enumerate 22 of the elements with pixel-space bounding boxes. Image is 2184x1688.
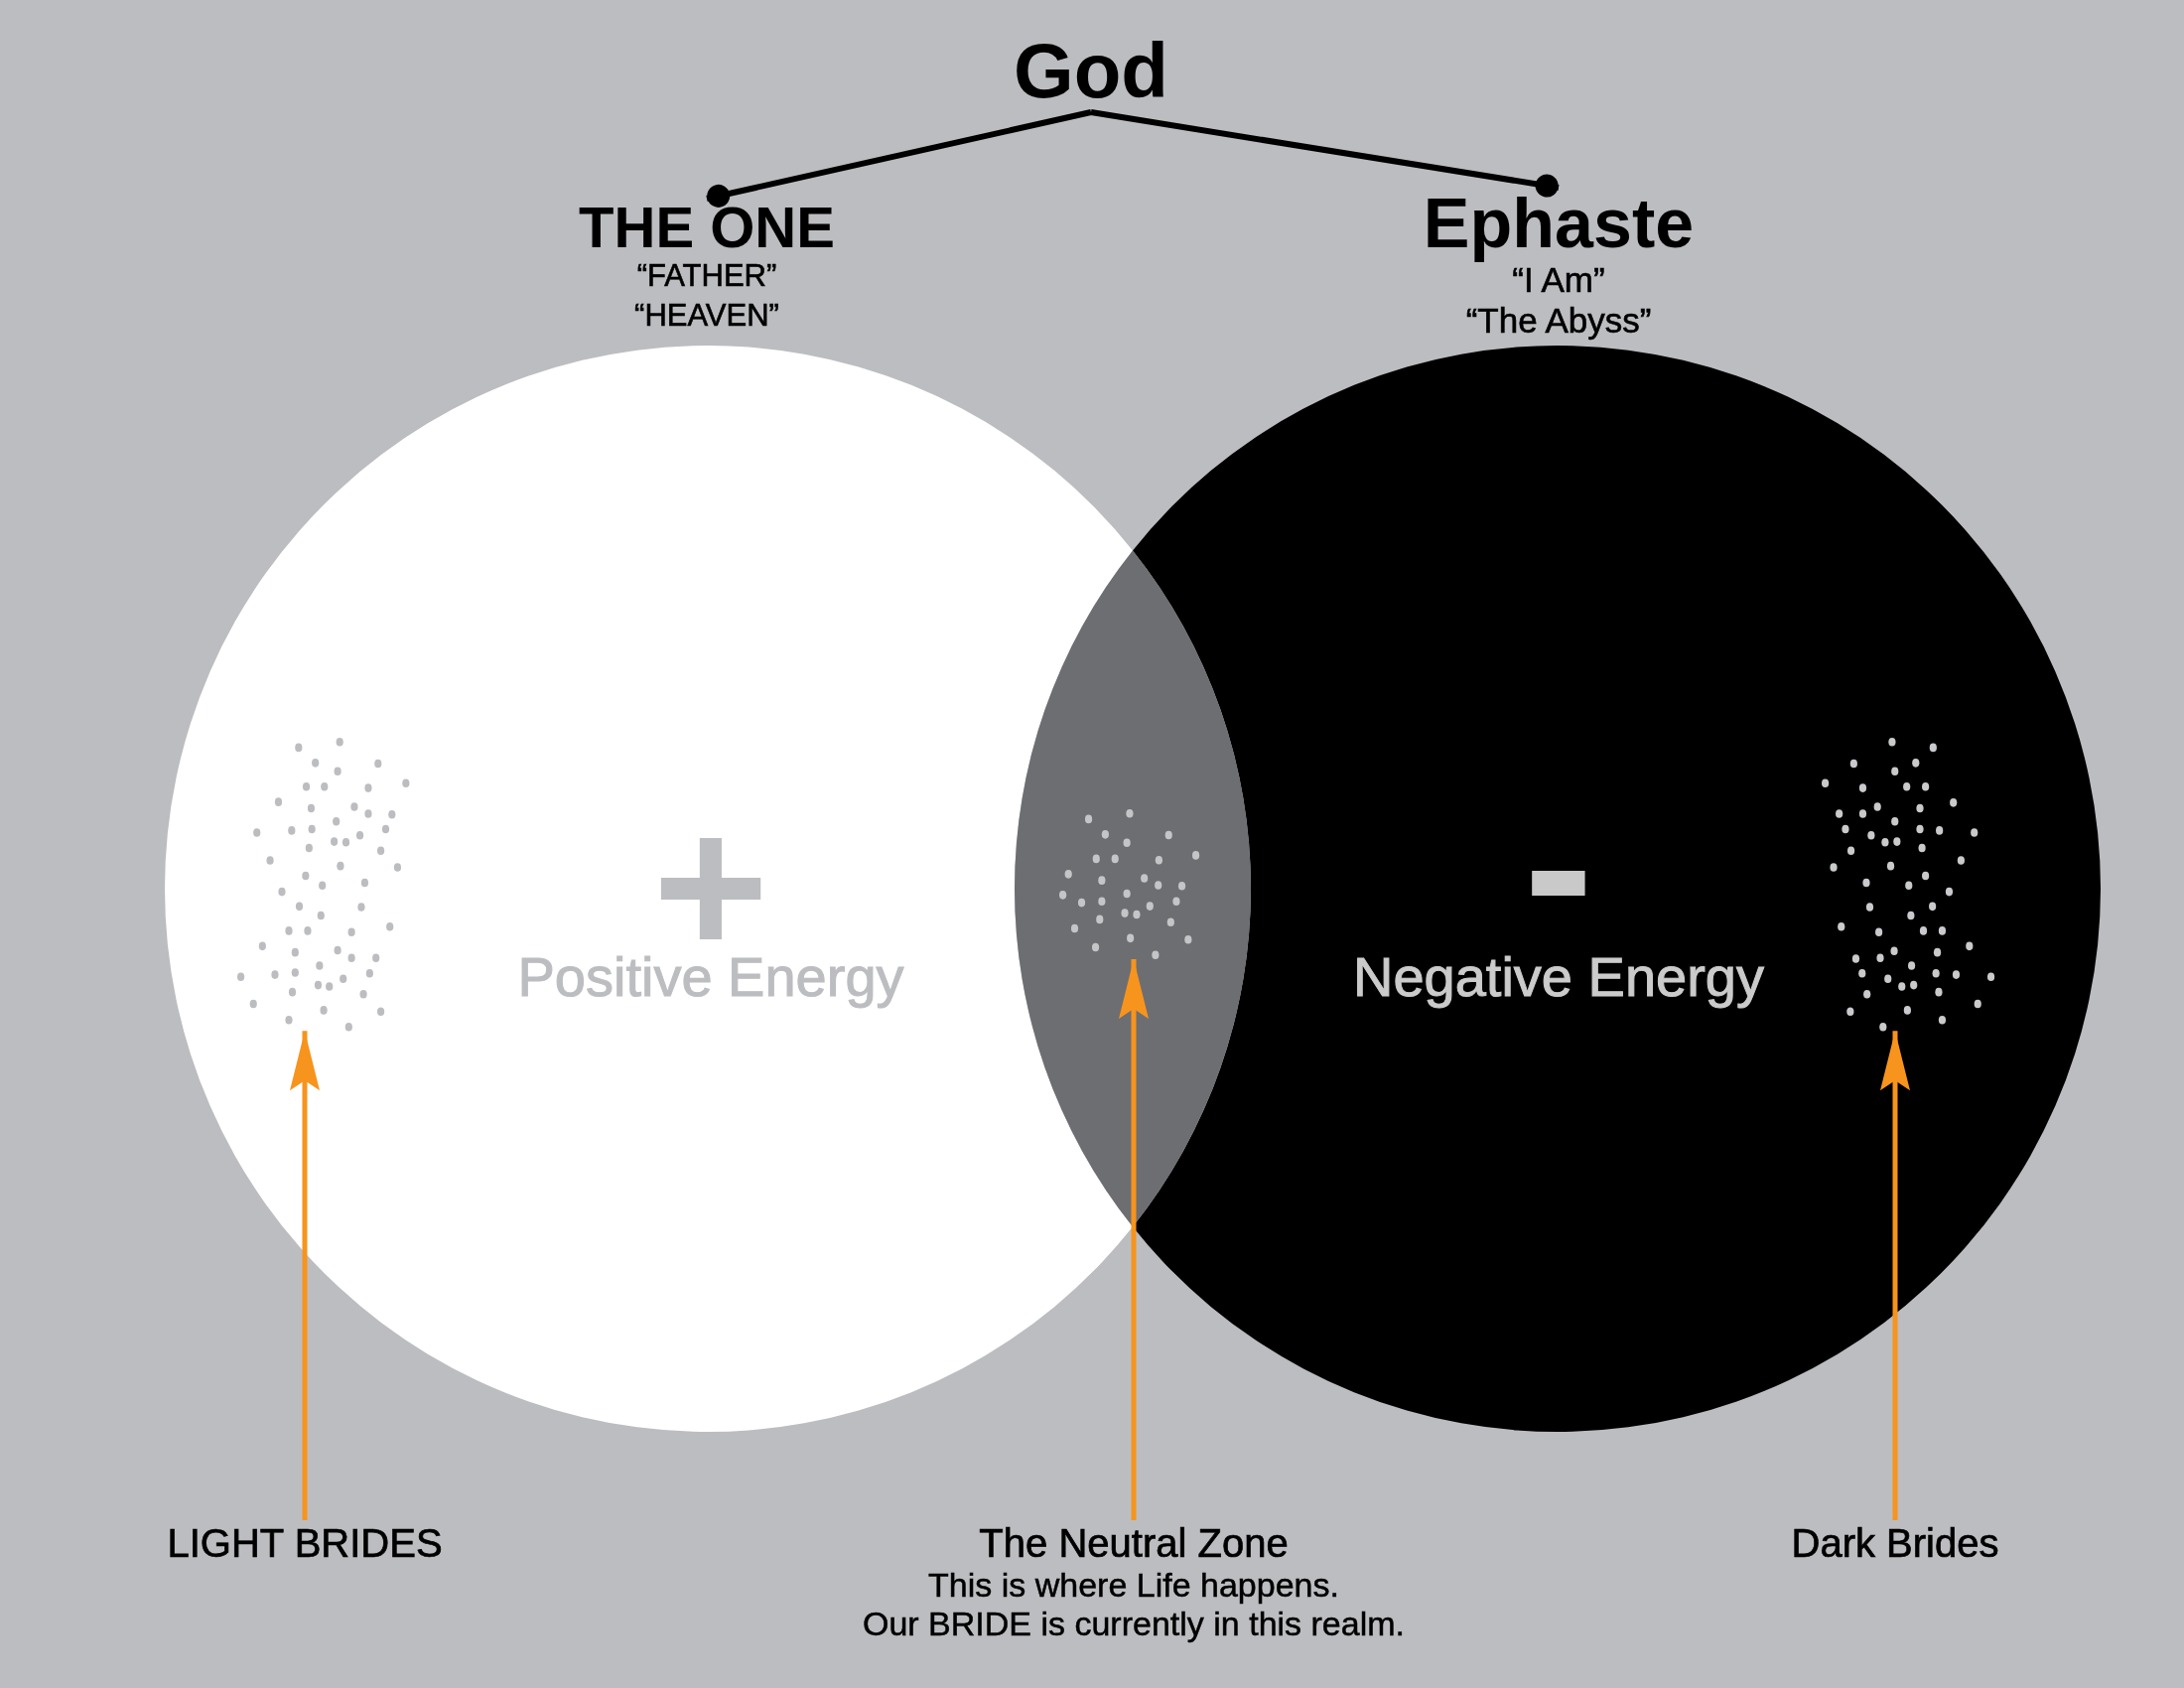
plus-sign: + xyxy=(652,832,769,941)
callout-label: LIGHT BRIDES xyxy=(167,1520,443,1566)
bracket-line xyxy=(1090,109,1560,198)
alias-text: “FATHER” xyxy=(636,257,777,295)
callout-label: Dark Brides xyxy=(1791,1520,1999,1566)
name-heading: THE ONE xyxy=(579,199,835,256)
callout-label: The Neutral Zone xyxy=(979,1520,1289,1566)
bracket-line xyxy=(706,109,1092,208)
description-text: This is where Life happens. Our BRIDE is currently in this realm. xyxy=(863,1566,1405,1643)
alias-text: “HEAVEN” xyxy=(634,297,779,335)
dot-cluster-drawing xyxy=(1822,737,1995,1032)
alias-text: “The Abyss” xyxy=(1465,300,1652,341)
alias-text: “I Am” xyxy=(1512,260,1605,300)
arrow xyxy=(1119,958,1149,1520)
arrow xyxy=(290,1031,320,1520)
dot-cluster-drawing xyxy=(237,737,410,1032)
minus-sign: - xyxy=(1524,834,1593,898)
arrow xyxy=(1880,1031,1910,1520)
heading-text: God xyxy=(1014,29,1168,112)
energy-label: Negative Energy xyxy=(1353,945,1764,1009)
energy-label: Positive Energy xyxy=(517,945,904,1009)
dot-cluster-drawing xyxy=(1058,808,1200,959)
